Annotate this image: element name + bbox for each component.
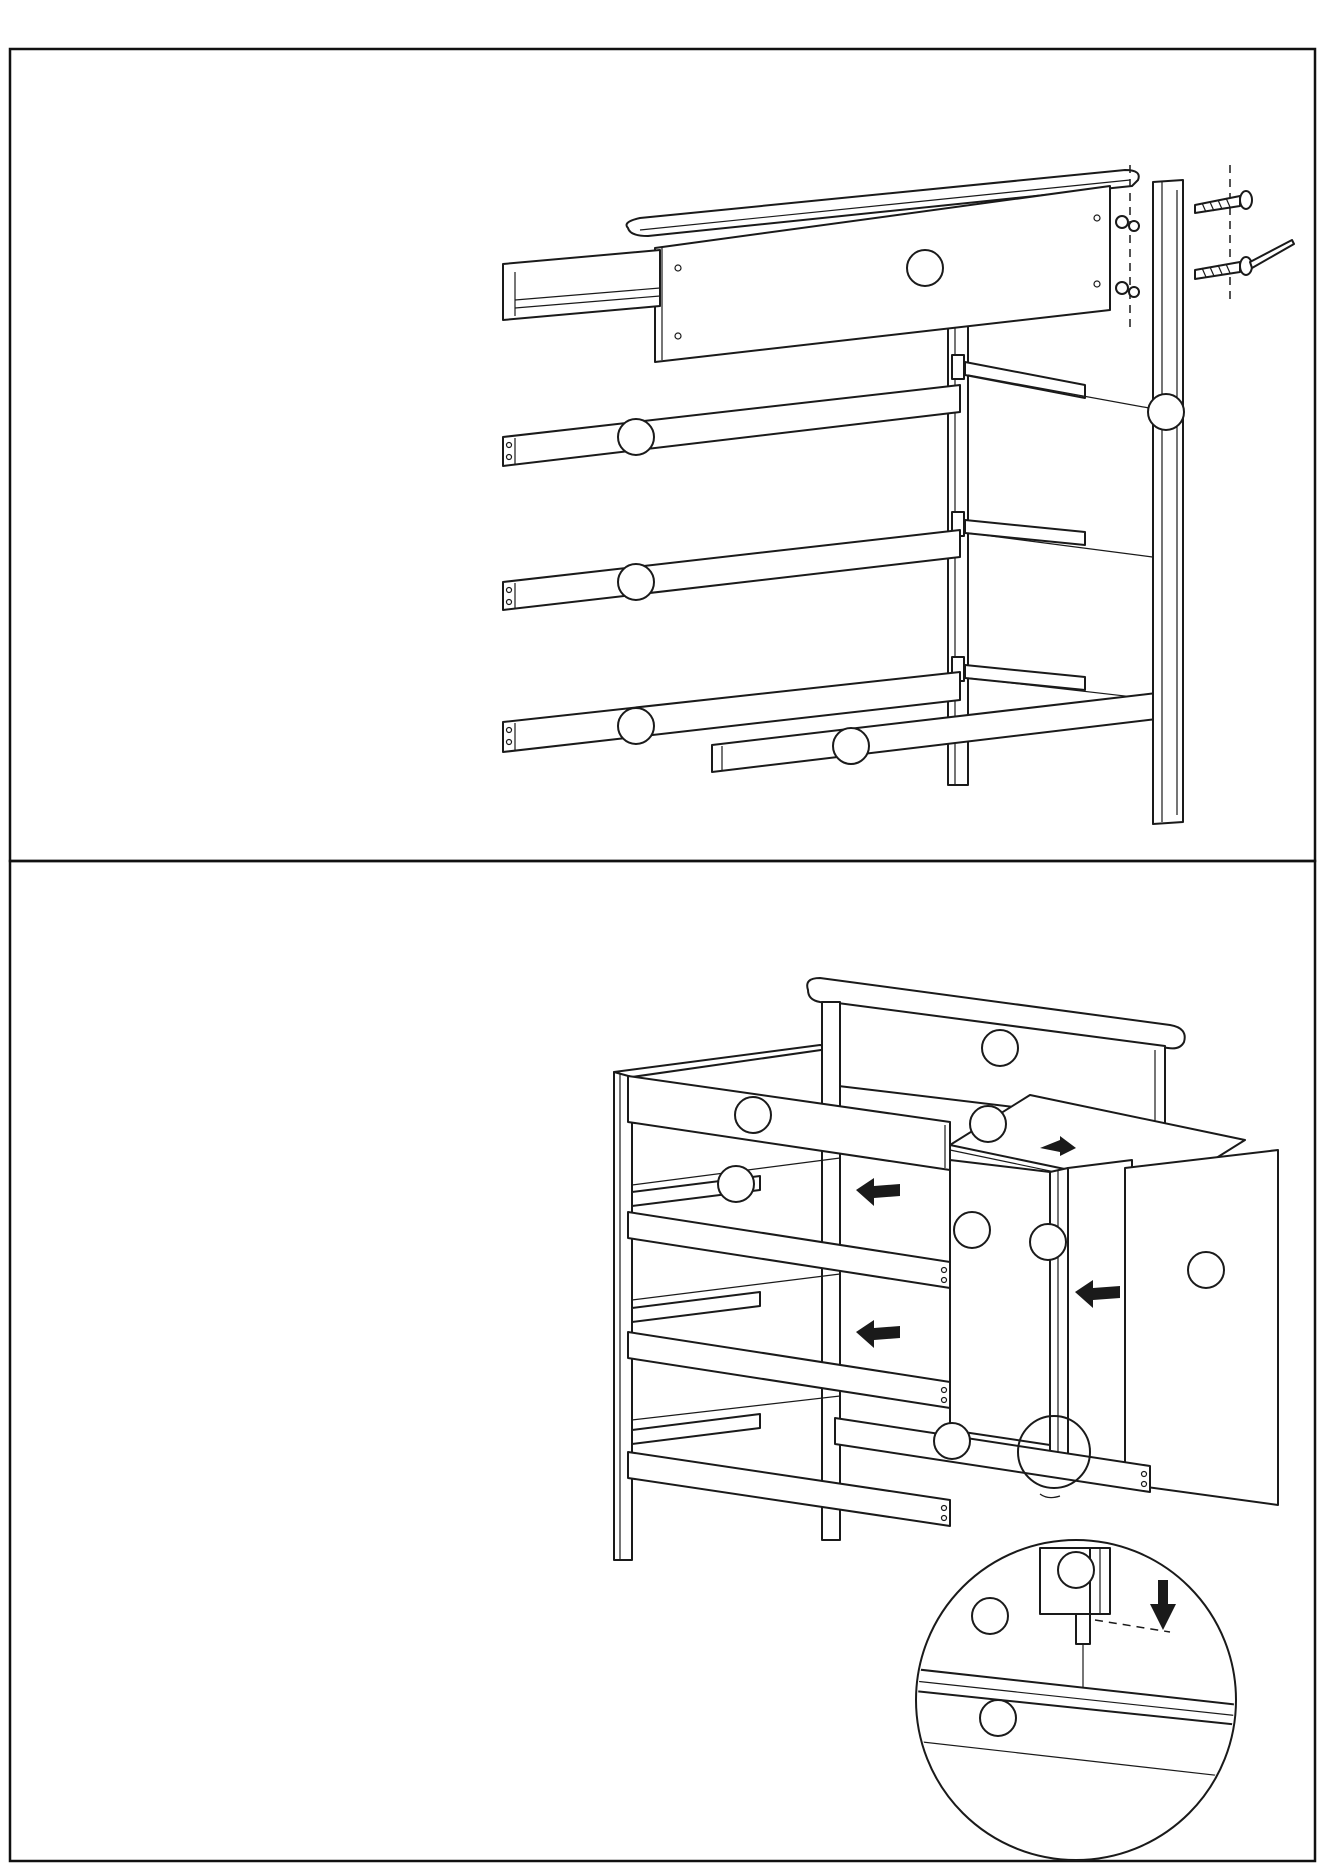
lower-rail-1 [628, 1212, 950, 1288]
callout-rail-3 [618, 708, 654, 744]
callout-detail-panel [972, 1598, 1008, 1634]
channel-rail-top [503, 250, 660, 320]
cam-fittings [1116, 216, 1139, 297]
side-panel [1068, 1150, 1278, 1505]
callout-top-board [970, 1106, 1006, 1142]
step-upper-drawing [503, 165, 1294, 824]
callout-top-panel [907, 250, 943, 286]
callout-front-bottom-rail [934, 1423, 970, 1459]
callout-bottom-rail [833, 728, 869, 764]
screwdriver-icon [1250, 240, 1294, 268]
callout-detail-post [1058, 1552, 1094, 1588]
rail-2 [503, 530, 960, 610]
callout-detail-rail [980, 1700, 1016, 1736]
callout-rail-1 [618, 419, 654, 455]
callout-side-post [1148, 394, 1184, 430]
rail-1 [503, 385, 960, 466]
callout-inner-panel [954, 1212, 990, 1248]
callout-rail-2 [618, 564, 654, 600]
drawer-slide-icon [952, 355, 1160, 700]
callout-slide [718, 1166, 754, 1202]
step-lower-drawing [614, 978, 1278, 1860]
lower-rail-2 [628, 1332, 950, 1408]
screw-icon [1195, 191, 1252, 213]
inner-panel [950, 1160, 1050, 1445]
front-post [1153, 180, 1183, 824]
push-arrow-icon [856, 1320, 900, 1348]
callout-back-panel [982, 1030, 1018, 1066]
callout-front-top-rail [735, 1097, 771, 1133]
callout-side-panel [1188, 1252, 1224, 1288]
screw-icon [1195, 257, 1252, 279]
callout-front-post [1030, 1224, 1066, 1260]
push-arrow-icon [856, 1178, 900, 1206]
lower-rail-3 [628, 1452, 950, 1526]
